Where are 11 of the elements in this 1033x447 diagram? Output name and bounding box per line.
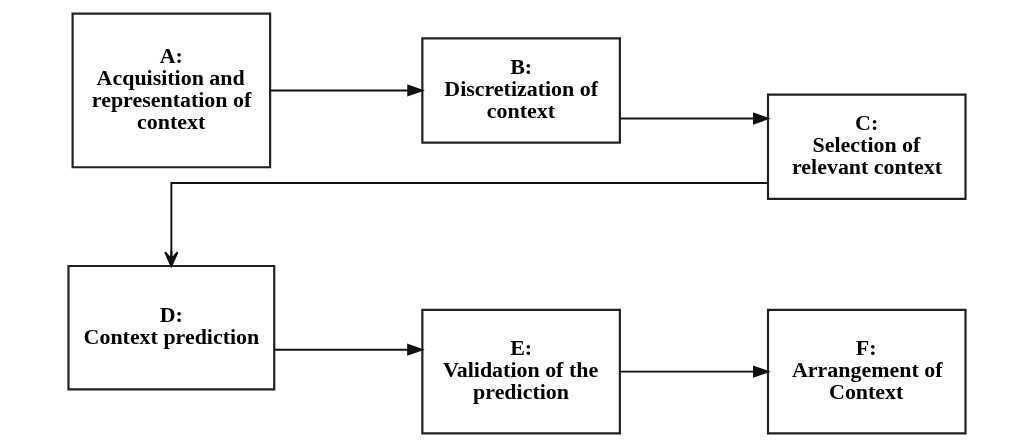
arrow (272, 343, 425, 356)
arrow (618, 112, 771, 125)
arrow (268, 84, 425, 97)
node-box: A: Acquisition and representation of context (71, 12, 271, 169)
node-box: C: Selection of relevant context (766, 93, 967, 200)
arrow (163, 182, 769, 267)
node-box: F: Arrangement of Context (766, 308, 967, 435)
node-box: E: Validation of the prediction (420, 308, 621, 435)
node-box: B: Discretization of context (420, 37, 621, 144)
node-box: D: Context prediction (66, 264, 275, 391)
arrow (618, 365, 771, 378)
